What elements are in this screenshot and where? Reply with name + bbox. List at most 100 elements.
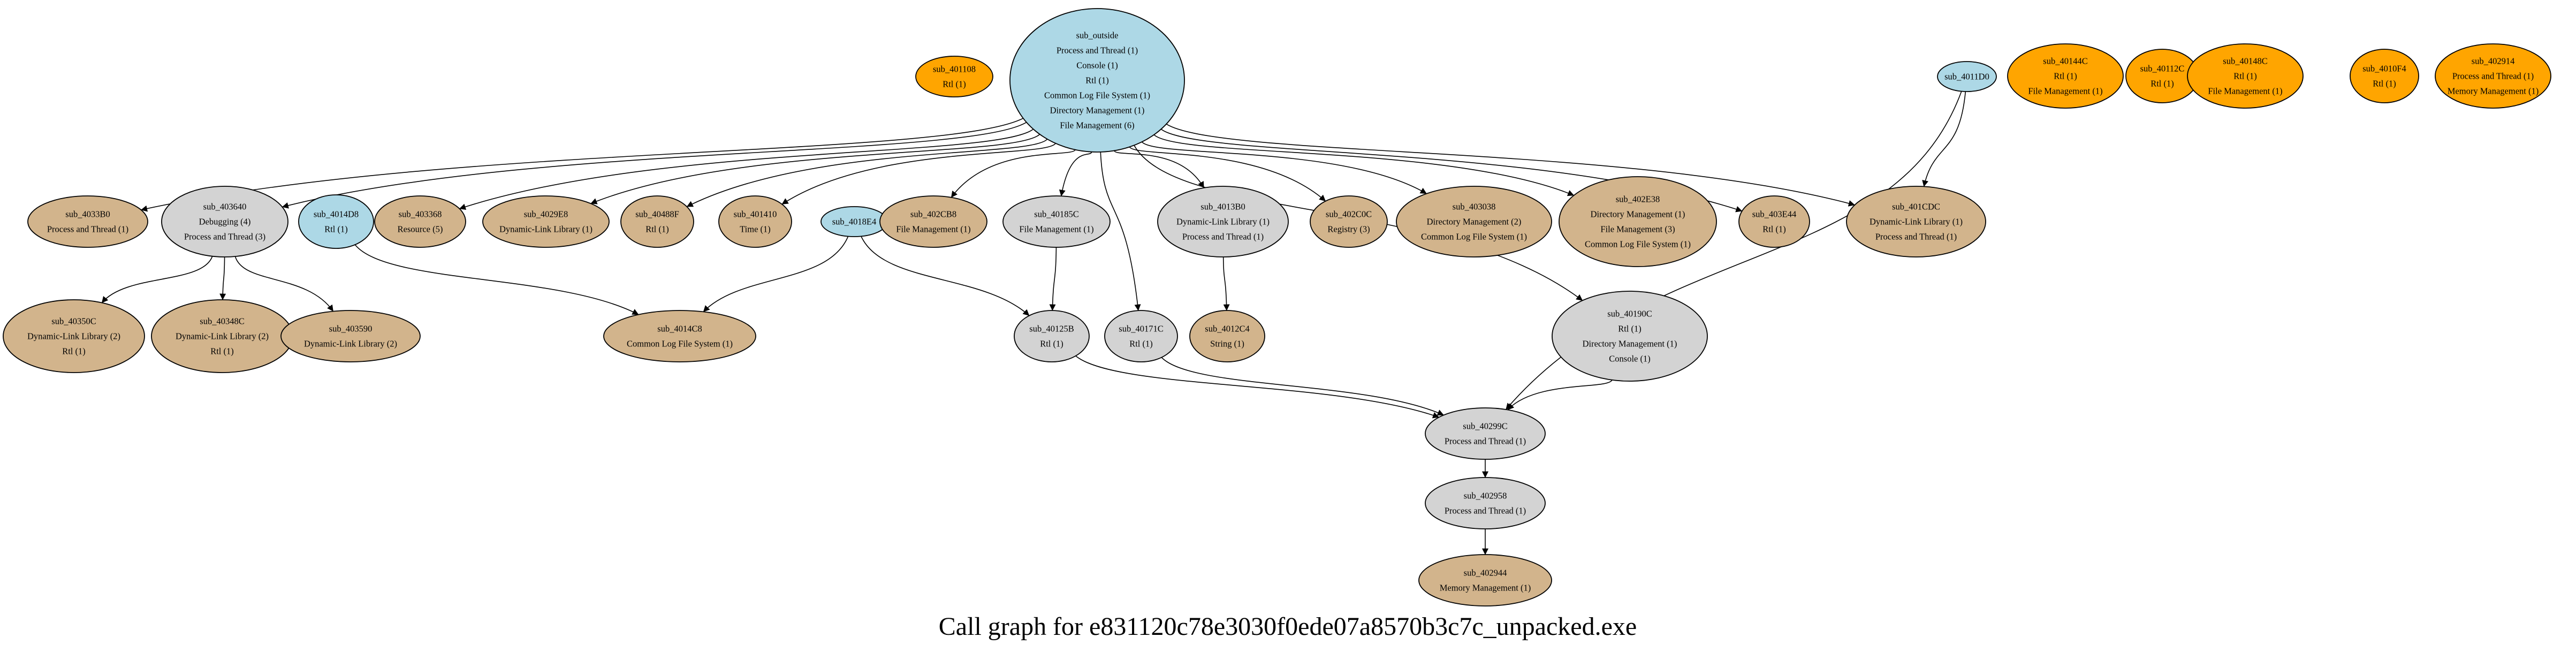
node-api-category: Rtl (1)	[2233, 71, 2257, 81]
node-api-category: Rtl (1)	[645, 224, 669, 234]
node-function-name: sub_40171C	[1119, 324, 1163, 334]
node-api-category: Rtl (1)	[210, 346, 234, 357]
node-api-category: Memory Management (1)	[1440, 583, 1531, 593]
node-ellipse	[1937, 61, 1997, 92]
node-sub_4018E4[interactable]: sub_4018E4	[820, 206, 888, 237]
edge-sub_outside-to-sub_403640	[282, 122, 1027, 209]
node-api-category: Common Log File System (1)	[1421, 232, 1527, 242]
node-api-category: Console (1)	[1076, 60, 1118, 71]
node-function-name: sub_403368	[399, 209, 442, 219]
node-ellipse	[879, 195, 987, 248]
edge-sub_outside-to-sub_4033B0	[141, 118, 1024, 212]
edge-sub_outside-to-sub_402C0C	[1129, 146, 1326, 202]
edge-sub_4011D0-to-sub_401CDC	[1922, 91, 1966, 187]
node-ellipse	[3, 299, 145, 373]
edge-sub_outside-to-sub_4013B0	[1114, 150, 1204, 188]
edge-sub_40190C-to-sub_40299C	[1507, 380, 1613, 411]
node-api-category: Dynamic-Link Library (1)	[1870, 217, 1963, 227]
node-function-name: sub_outside	[1076, 31, 1119, 41]
edge-sub_outside-to-sub_40185C	[1059, 151, 1092, 196]
node-ellipse	[161, 186, 288, 257]
node-ellipse	[915, 56, 993, 97]
node-function-name: sub_401108	[933, 64, 976, 74]
node-function-name: sub_403038	[1453, 202, 1496, 212]
node-function-name: sub_4011D0	[1944, 72, 1989, 82]
node-ellipse	[2435, 43, 2551, 109]
node-ellipse	[1009, 8, 1185, 153]
node-ellipse	[1189, 310, 1265, 362]
node-api-category: Resource (5)	[398, 224, 443, 234]
node-ellipse	[620, 195, 694, 248]
node-api-category: Process and Thread (3)	[184, 232, 265, 242]
node-ellipse	[27, 195, 148, 248]
node-function-name: sub_4010F4	[2362, 64, 2406, 74]
node-ellipse	[374, 195, 466, 248]
edge-sub_403640-to-sub_40348C	[219, 256, 226, 300]
node-api-category: Directory Management (1)	[1583, 339, 1677, 349]
edge-sub_403640-to-sub_40350C	[101, 256, 213, 304]
node-api-category: Process and Thread (1)	[1057, 46, 1138, 56]
node-api-category: Rtl (1)	[943, 79, 966, 89]
node-api-category: Rtl (1)	[62, 346, 86, 357]
node-api-category: Dynamic-Link Library (1)	[499, 224, 592, 234]
node-ellipse	[1418, 554, 1552, 606]
node-ellipse	[1425, 477, 1546, 529]
node-ellipse	[1002, 195, 1111, 248]
node-function-name: sub_40348C	[200, 316, 244, 327]
graph-title: Call graph for e831120c78e3030f0ede07a85…	[939, 612, 1637, 641]
node-ellipse	[1846, 186, 1986, 257]
node-api-category: Directory Management (1)	[1050, 105, 1145, 116]
node-api-category: Rtl (1)	[1040, 339, 1063, 349]
node-function-name: sub_40185C	[1034, 209, 1078, 219]
node-ellipse	[1559, 176, 1717, 267]
node-ellipse	[280, 310, 421, 362]
node-api-category: Rtl (1)	[2373, 79, 2396, 89]
node-sub_4011D0[interactable]: sub_4011D0	[1937, 61, 1997, 92]
node-api-category: Process and Thread (1)	[1875, 232, 1957, 242]
node-api-category: File Management (1)	[896, 224, 970, 234]
edge-sub_403640-to-sub_403590	[234, 256, 334, 312]
node-function-name: sub_4029E8	[524, 209, 568, 219]
node-api-category: Rtl (1)	[324, 224, 348, 234]
node-api-category: Process and Thread (1)	[2452, 71, 2534, 81]
node-function-name: sub_40144C	[2043, 56, 2087, 66]
node-function-name: sub_40112C	[2140, 64, 2185, 74]
node-api-category: Rtl (1)	[1618, 324, 1642, 334]
edge-sub_4018E4-to-sub_4014C8	[703, 236, 849, 312]
